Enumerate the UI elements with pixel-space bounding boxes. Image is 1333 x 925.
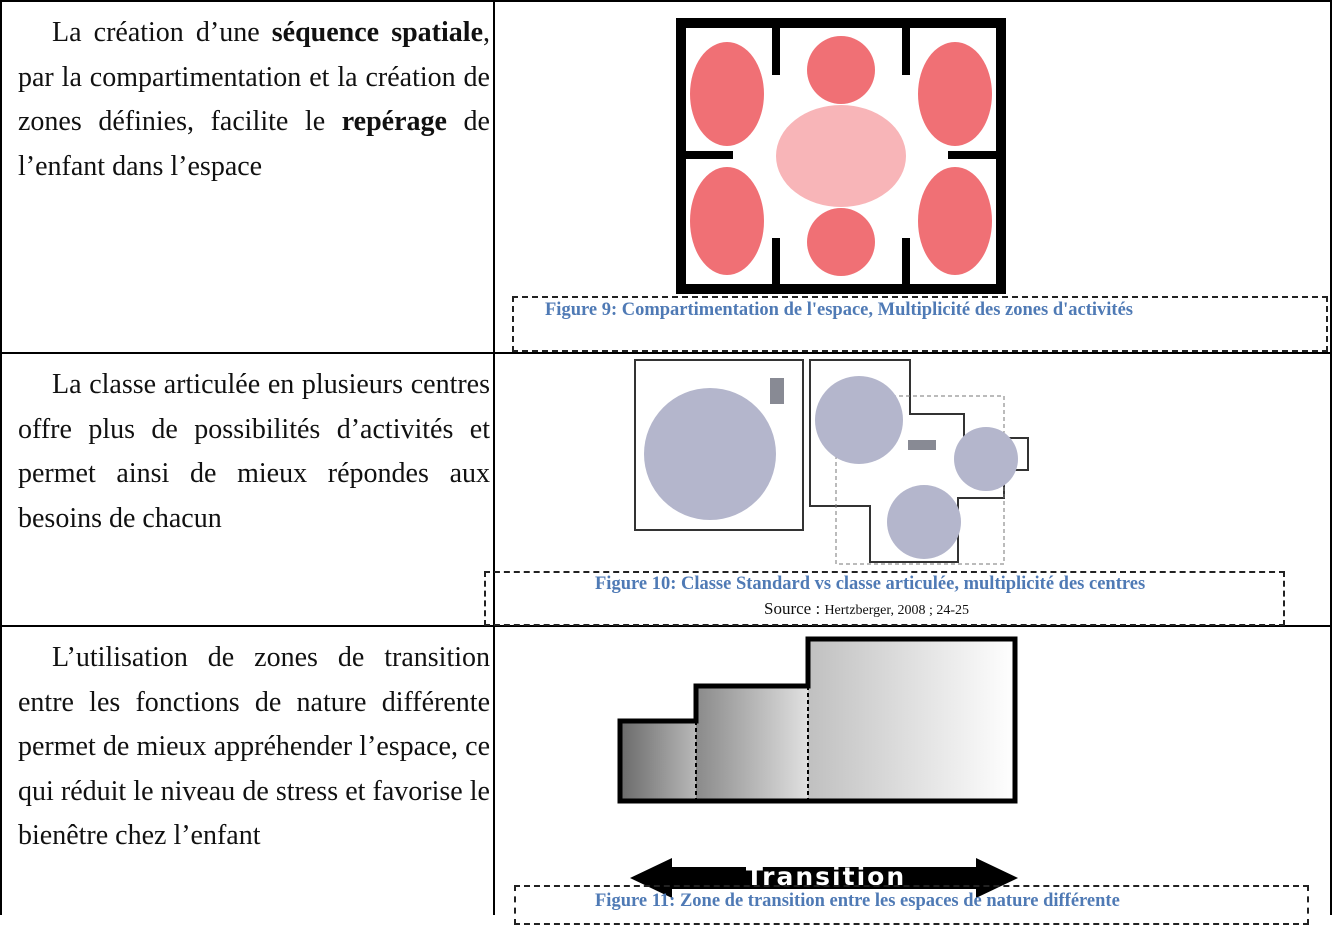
zone-bottom-right xyxy=(918,167,992,275)
zone-bottom-center xyxy=(807,208,875,276)
figure-10-caption-box xyxy=(484,571,1285,626)
row-1-text: La création d’une séquence spatiale, par… xyxy=(18,17,490,182)
articulated-center-3 xyxy=(887,485,961,559)
zone-bottom-left xyxy=(690,167,764,275)
transition-arrow-icon xyxy=(630,858,1018,898)
keyword-reperage: repérage xyxy=(341,106,447,137)
zone-central xyxy=(776,105,906,207)
figure-9-compartment-plan xyxy=(676,18,1006,294)
table-column-divider xyxy=(493,0,495,915)
keyword-sequence-spatiale: séquence spatiale xyxy=(271,17,483,48)
standard-center xyxy=(644,388,776,520)
figure-10-source: Source : Hertzberger, 2008 ; 24-25 xyxy=(764,599,969,619)
row-divider-1 xyxy=(0,352,1332,354)
table-border-top xyxy=(0,0,1332,2)
figure-9-caption-box xyxy=(512,296,1328,352)
figure-10-standard-vs-articulated xyxy=(634,359,1029,565)
source-reference: Hertzberger, 2008 ; 24-25 xyxy=(824,603,970,618)
table-border-left xyxy=(0,0,2,915)
zone-top-right xyxy=(918,42,992,146)
articulated-center-1 xyxy=(815,376,903,464)
zone-top-left xyxy=(690,42,764,146)
source-label: Source : xyxy=(764,599,825,618)
row-2-text: La classe articulée en plusieurs centres… xyxy=(18,369,490,534)
figure-10-caption: Figure 10: Classe Standard vs classe art… xyxy=(595,574,1146,594)
row-3-text: L’utilisation de zones de transition ent… xyxy=(18,642,490,851)
articulated-center-2 xyxy=(954,427,1018,491)
figure-11-transition-zones xyxy=(617,636,1018,804)
table-border-right xyxy=(1330,0,1332,915)
row-divider-2 xyxy=(0,625,1332,627)
figure-9-caption: Figure 9: Compartimentation de l'espace,… xyxy=(545,300,1133,320)
zone-top-center xyxy=(807,36,875,104)
figure-11-caption: Figure 11: Zone de transition entre les … xyxy=(595,891,1120,911)
